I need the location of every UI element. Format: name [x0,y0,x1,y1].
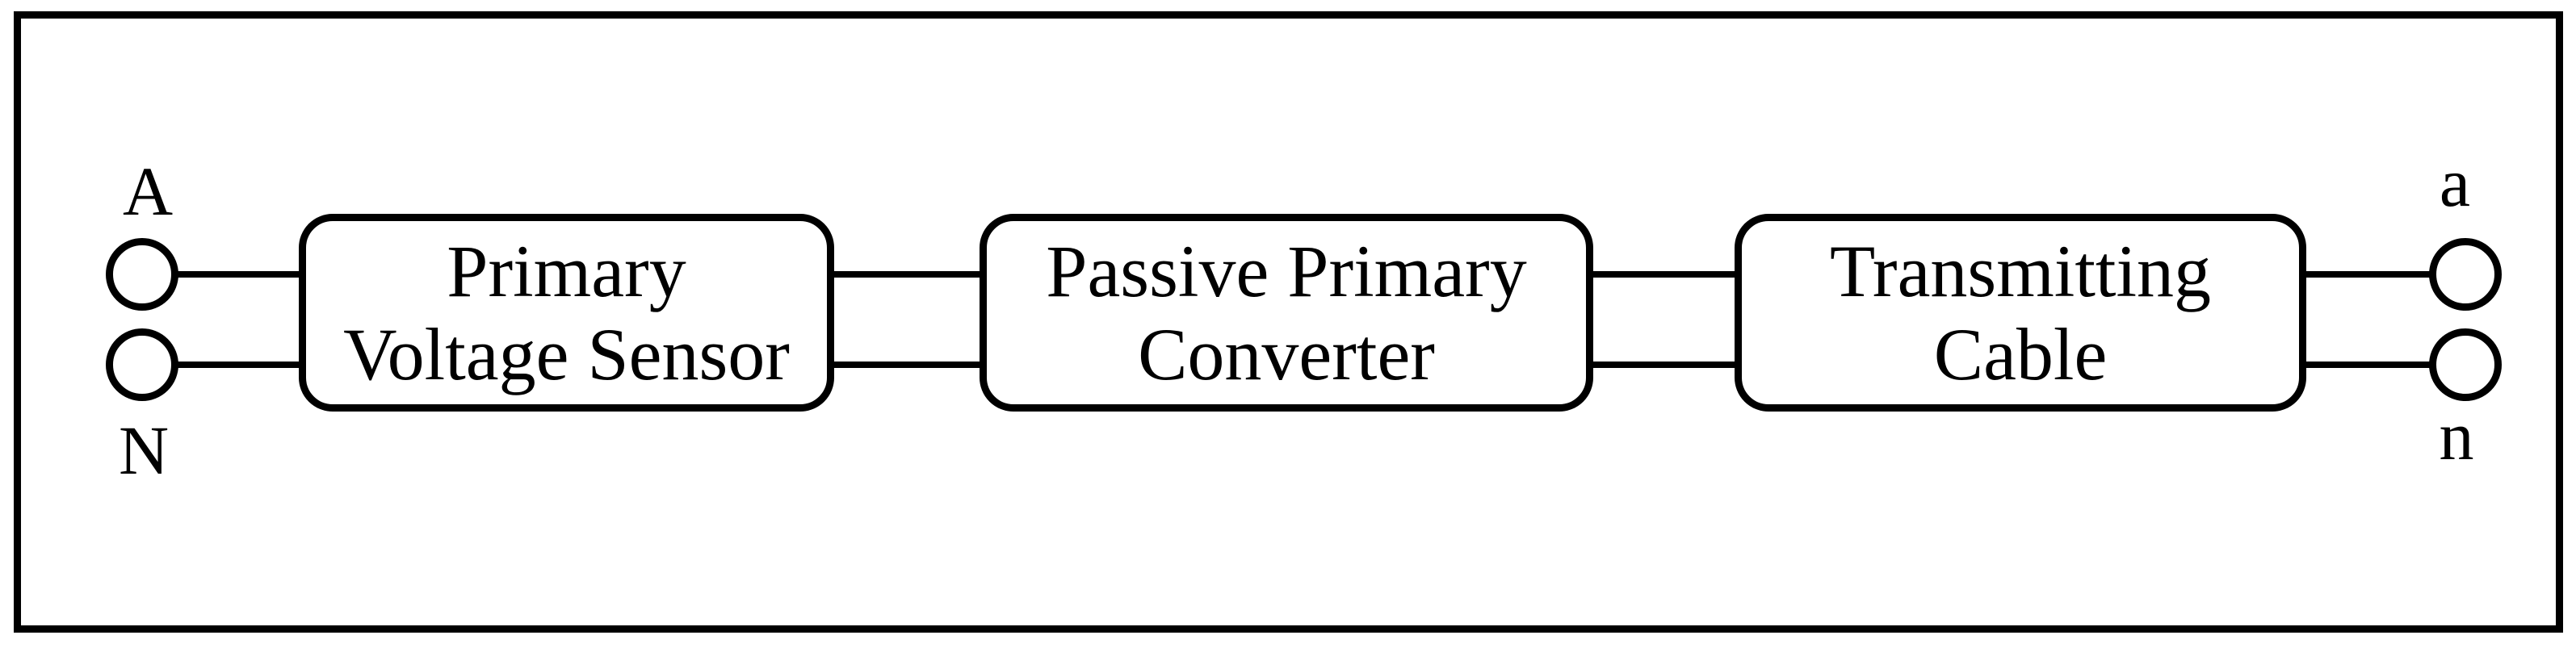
block-label-line: Transmitting [1829,229,2212,312]
block-label-line: Voltage Sensor [343,312,790,395]
block-primary-voltage-sensor: Primary Voltage Sensor [299,214,834,412]
block-label-line: Converter [1138,312,1435,395]
terminal-circle-output-n [2429,328,2502,401]
terminal-label-A: A [122,153,174,230]
terminal-circle-output-a [2429,238,2502,311]
block-label-line: Primary [447,229,686,312]
terminal-label-n: n [2439,397,2474,474]
terminal-label-N: N [118,412,170,489]
terminal-circle-input-A [106,238,178,311]
terminal-circle-input-N [106,328,178,401]
block-passive-primary-converter: Passive Primary Converter [980,214,1593,412]
block-transmitting-cable: Transmitting Cable [1735,214,2306,412]
block-label-line: Cable [1933,312,2108,395]
block-label-line: Passive Primary [1046,229,1527,312]
terminal-label-a: a [2439,144,2471,221]
